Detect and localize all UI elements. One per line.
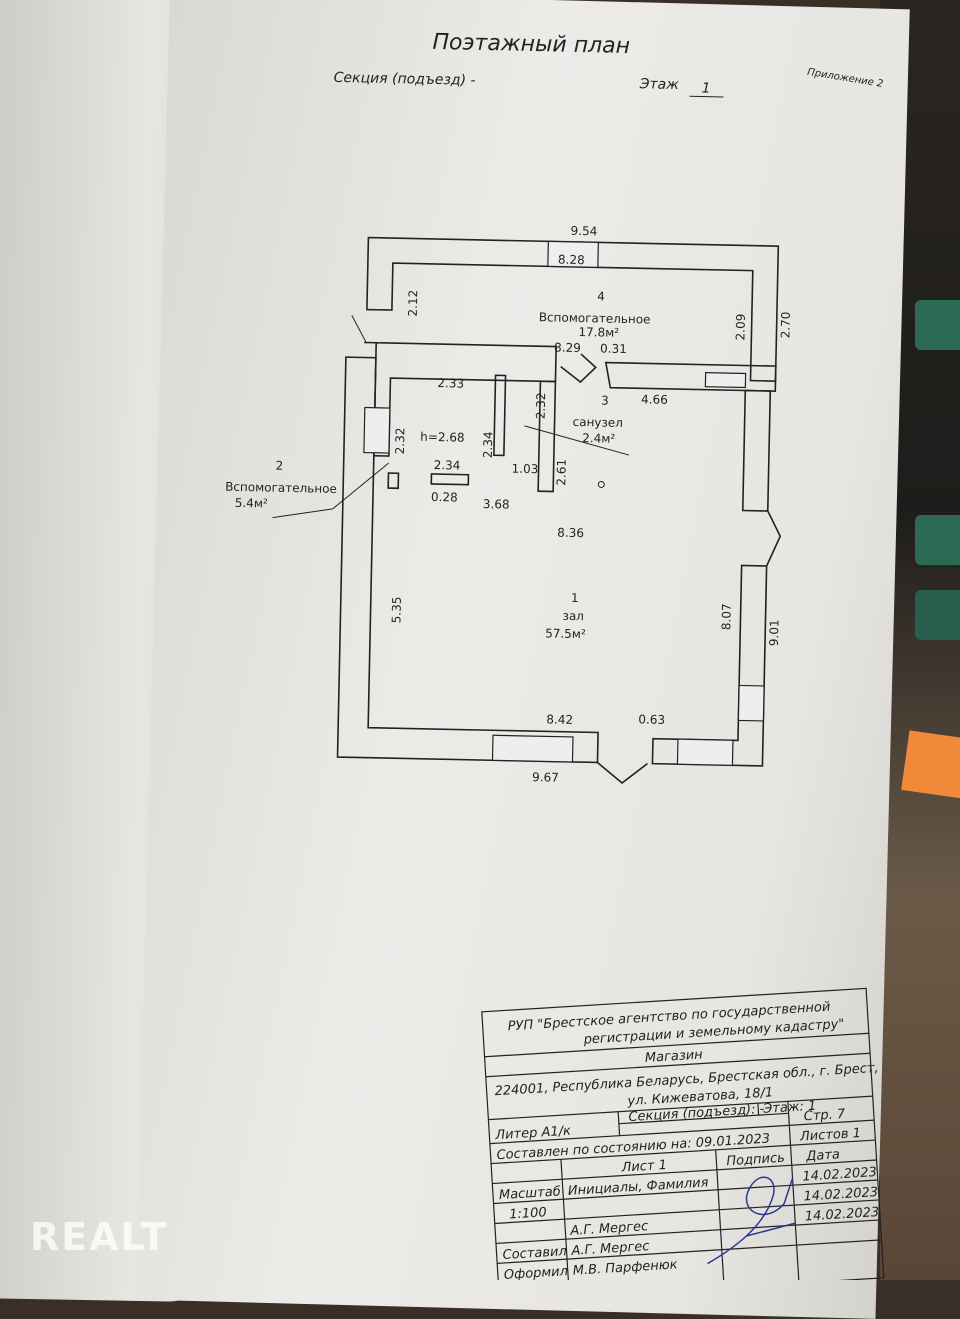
date-header: Дата <box>805 1147 841 1164</box>
signature <box>707 1176 796 1265</box>
calculator-key <box>915 515 960 565</box>
dim-label: 9.54 <box>570 224 597 239</box>
room-number: 3 <box>601 393 609 407</box>
floor: Этаж: 1 <box>762 1099 817 1117</box>
date-value: 14.02.2023 <box>802 1165 877 1185</box>
dim-label: 2.12 <box>406 290 421 317</box>
date-value: 14.02.2023 <box>803 1185 878 1205</box>
object-type: Магазин <box>645 1047 704 1066</box>
title-block: РУП "Брестское агентство по государствен… <box>481 987 885 1280</box>
dim-label: 9.01 <box>767 619 782 646</box>
appendix-label: Приложение 2 <box>806 67 884 90</box>
dim-label: 2.33 <box>437 376 464 391</box>
floor-plan-document: Поэтажный план Приложение 2 Секция (подъ… <box>225 30 885 1280</box>
dim-label: 0.28 <box>431 490 458 505</box>
scale-value: 1:100 <box>509 1205 547 1222</box>
dim-label: 8.29 <box>554 340 581 355</box>
signature-header: Подпись <box>726 1151 785 1170</box>
dim-label: 4.66 <box>641 392 668 407</box>
dim-label: 8.42 <box>546 712 573 727</box>
dim-label: 5.35 <box>389 596 404 623</box>
dim-label: 2.32 <box>393 427 408 454</box>
room-area: 5.4м² <box>235 496 268 511</box>
role: Оформил <box>503 1264 568 1280</box>
dim-label: 2.34 <box>481 431 496 458</box>
person-name: А.Г. Мергес <box>570 1239 650 1259</box>
person-name: А.Г. Мергес <box>569 1219 649 1239</box>
calculator-key <box>915 590 960 640</box>
scale-label: Масштаб <box>499 1184 562 1203</box>
room-area: 17.8м² <box>578 325 619 340</box>
dim-label: 0.31 <box>600 341 627 356</box>
dim-label: 2.70 <box>778 311 793 338</box>
dim-label: 1.03 <box>511 462 538 477</box>
person-name: М.В. Парфенюк <box>572 1257 678 1278</box>
room-number: 1 <box>571 591 579 605</box>
floor-value: 1 <box>701 81 710 97</box>
dim-label: 0.63 <box>638 712 665 727</box>
room-height: h=2.68 <box>420 430 465 445</box>
room-number: 2 <box>275 459 283 473</box>
dim-label: 8.07 <box>719 603 734 630</box>
room-name: Вспомогательное <box>225 480 337 496</box>
room-name: санузел <box>572 415 623 430</box>
room-name: Вспомогательное <box>539 310 651 326</box>
date-value: 14.02.2023 <box>804 1205 879 1225</box>
dim-label: 8.36 <box>557 526 584 541</box>
role: Составил <box>502 1244 567 1263</box>
dim-label: 2.34 <box>434 458 461 473</box>
floor-label: Этаж <box>639 76 680 93</box>
dim-label: 9.67 <box>532 770 559 785</box>
room-number: 4 <box>597 289 605 303</box>
dim-label: 8.28 <box>558 253 585 268</box>
room-area: 57.5м² <box>545 626 586 641</box>
room-name: зал <box>562 609 584 623</box>
section-label: Секция (подъезд) - <box>334 70 476 89</box>
dim-label: 2.32 <box>534 392 549 419</box>
dim-label: 2.61 <box>554 459 569 486</box>
watermark: REALT <box>30 1215 169 1259</box>
page-number: Стр. 7 <box>803 1107 846 1125</box>
names-header: Инициалы, Фамилия <box>567 1175 709 1199</box>
liter: Литер А1/к <box>494 1124 571 1144</box>
plan-walls <box>272 236 782 785</box>
dim-label: 2.09 <box>733 314 748 341</box>
page-title: Поэтажный план <box>432 30 630 59</box>
floor-underline <box>689 95 724 98</box>
room-area: 2.4м² <box>582 431 615 446</box>
calculator-key <box>915 300 960 350</box>
dim-label: 3.68 <box>483 497 510 512</box>
sheets: Листов 1 <box>799 1126 862 1145</box>
sheet: Лист 1 <box>620 1158 667 1176</box>
